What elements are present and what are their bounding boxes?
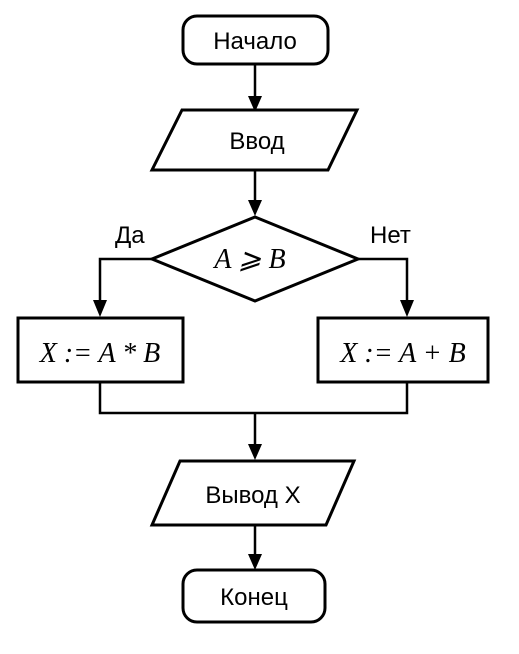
output-parallelogram (149, 459, 357, 527)
input-label: Ввод (229, 128, 284, 155)
start-label: Начало (213, 28, 297, 55)
connector-yes-merge (98, 382, 255, 415)
arrowhead-end (248, 554, 262, 570)
end-label: Конец (220, 584, 288, 611)
yes-process-label: X := A * B (39, 338, 161, 369)
no-process-label: X := A + B (339, 338, 465, 369)
no-process-box (316, 316, 490, 384)
arrowhead-output (248, 444, 262, 460)
arrowhead-no-branch (400, 300, 414, 317)
end-terminator (181, 568, 327, 624)
connector-no-merge (255, 382, 409, 415)
no-branch-label: Нет (370, 222, 411, 249)
connector-no-branch (358, 257, 409, 302)
arrowhead-yes-branch (93, 300, 107, 317)
decision-diamond (148, 215, 362, 303)
arrowhead-decision (248, 200, 262, 216)
input-parallelogram (149, 108, 360, 172)
yes-branch-label: Да (115, 222, 145, 249)
yes-process-box (16, 316, 185, 384)
connector-yes-branch (98, 257, 152, 302)
decision-condition: A ⩾ B (212, 244, 285, 275)
output-label: Вывод X (205, 482, 300, 509)
arrowhead-input (248, 96, 262, 112)
